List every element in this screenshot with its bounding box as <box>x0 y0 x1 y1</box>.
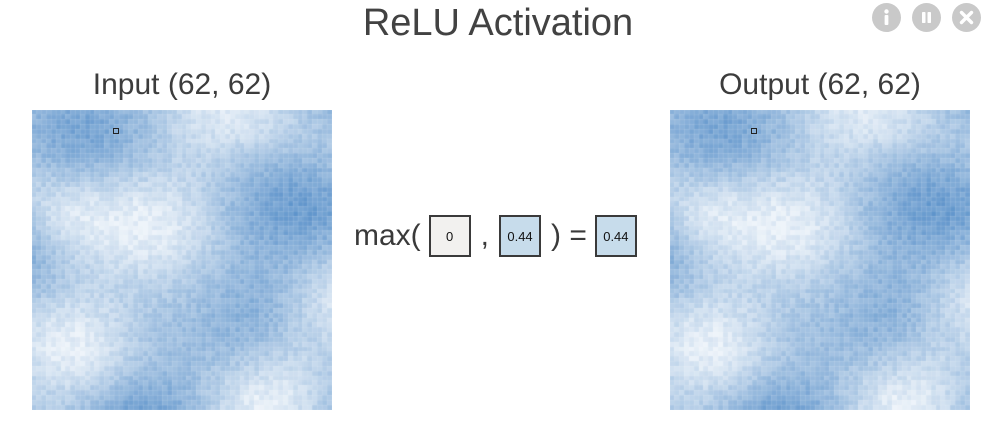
control-buttons <box>872 3 981 32</box>
pause-button[interactable] <box>912 3 941 32</box>
formula-prefix: max( <box>354 219 421 252</box>
formula-separator: , <box>480 219 490 252</box>
output-value-box: 0.44 <box>594 215 637 257</box>
close-icon <box>959 10 974 25</box>
input-heatmap[interactable] <box>32 110 332 410</box>
info-button[interactable] <box>872 3 901 32</box>
input-label: Input (62, 62) <box>92 68 272 101</box>
formula-suffix: ) = <box>551 219 587 252</box>
output-heatmap[interactable] <box>670 110 970 410</box>
relu-formula: max( 0 , 0.44 ) = 0.44 <box>354 214 637 258</box>
info-icon <box>884 9 889 25</box>
pause-icon <box>922 12 931 23</box>
zero-value-box: 0 <box>428 215 471 257</box>
output-label: Output (62, 62) <box>719 68 921 101</box>
input-highlight-cell <box>113 128 119 134</box>
input-value-box: 0.44 <box>499 215 542 257</box>
close-button[interactable] <box>952 3 981 32</box>
page-title: ReLU Activation <box>362 2 634 44</box>
output-highlight-cell <box>751 128 757 134</box>
